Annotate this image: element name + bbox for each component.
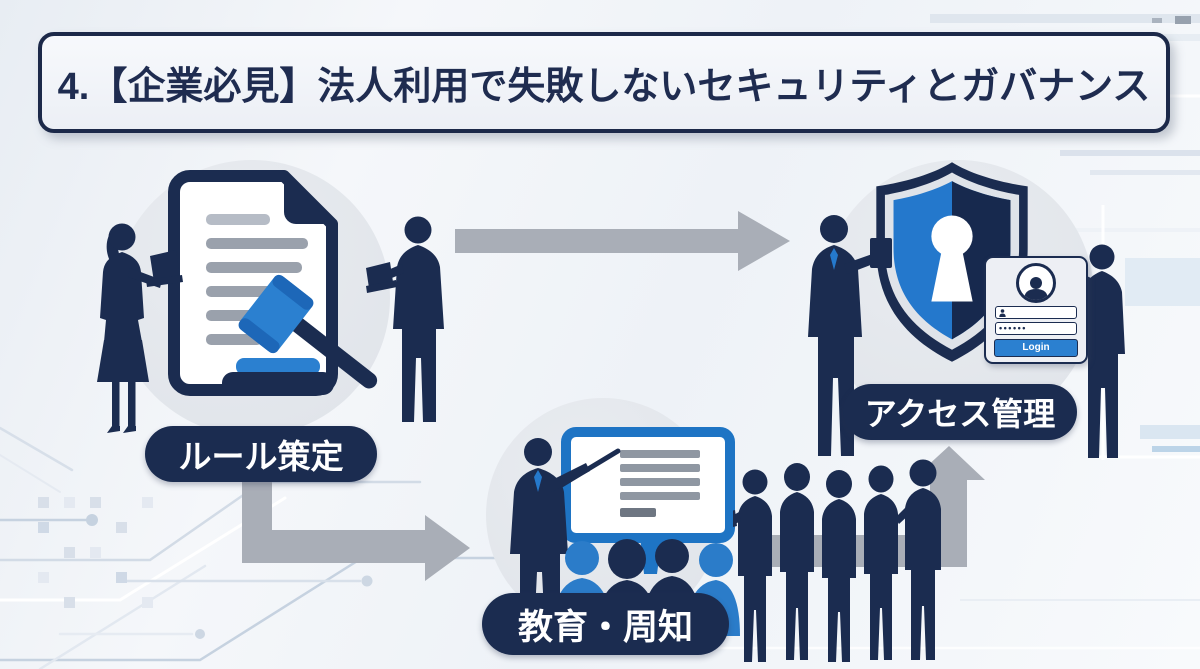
login-button: Login <box>994 339 1078 357</box>
arrow-rules-to-education <box>242 470 470 581</box>
login-button-label: Login <box>1022 342 1050 353</box>
login-card: •••••• Login <box>984 256 1088 364</box>
businessman-laptop-silhouette <box>366 216 444 422</box>
user-avatar-icon <box>1016 263 1056 303</box>
stage-education-label-text: 教育・周知 <box>517 607 693 647</box>
page-title: 4.【企業必見】法人利用で失敗しないセキュリティとガバナンス <box>57 66 1151 108</box>
title-banner: 4.【企業必見】法人利用で失敗しないセキュリティとガバナンス <box>38 32 1170 133</box>
password-field: •••••• <box>995 322 1077 335</box>
password-mask: •••••• <box>999 322 1027 333</box>
group-person <box>733 469 772 662</box>
group-person <box>895 459 941 660</box>
gavel-icon <box>222 274 378 395</box>
stage-access-label: アクセス管理 <box>843 384 1077 440</box>
group-person <box>780 463 814 660</box>
employee-group-silhouettes <box>733 459 941 662</box>
stage-education-label: 教育・周知 <box>482 593 729 655</box>
user-icon <box>999 308 1006 317</box>
presenter-silhouette <box>510 438 621 634</box>
username-field <box>995 306 1077 319</box>
stage-rules-label-text: ルール策定 <box>178 438 344 475</box>
slide-text-lines <box>620 450 700 517</box>
keyhole <box>931 215 973 302</box>
arrow-rules-to-access <box>455 211 790 271</box>
document-gavel-icon <box>168 170 378 396</box>
presenter-tie <box>534 470 542 492</box>
stage-access-label-text: アクセス管理 <box>864 396 1056 432</box>
tablet-man-tie <box>830 248 838 270</box>
businesswoman-laptop-silhouette <box>97 223 183 433</box>
stage-rules-label: ルール策定 <box>145 426 377 482</box>
group-person <box>864 465 898 660</box>
group-person <box>822 470 856 662</box>
